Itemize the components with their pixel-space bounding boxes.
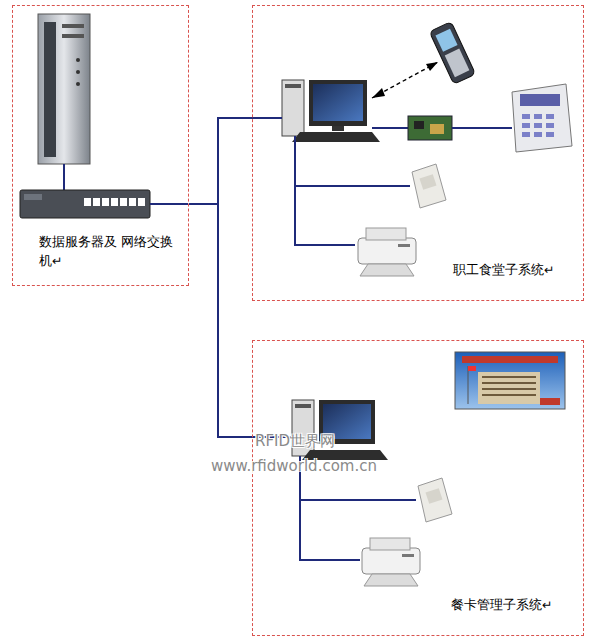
circuit-board-icon <box>408 116 452 140</box>
printer-icon <box>358 228 416 276</box>
group-title: 职工食堂子系统↵ <box>453 260 581 279</box>
wireless-link <box>372 62 438 98</box>
server-icon <box>38 14 90 164</box>
data-wire <box>295 185 410 187</box>
data-wire <box>295 136 355 245</box>
watermark: RFID世界网 <box>255 432 335 451</box>
printer-icon <box>362 538 420 586</box>
subsystem-group: 职工食堂子系统↵ <box>252 5 584 301</box>
network-wire <box>63 164 65 190</box>
network-wire <box>150 203 188 205</box>
data-wire <box>372 127 408 129</box>
arrow-head <box>426 62 438 71</box>
card-reader-icon <box>412 164 446 208</box>
arrow-head <box>372 88 385 98</box>
data-wire <box>452 127 512 129</box>
group-title: 数据服务器及 网络交换机↵ <box>39 232 179 270</box>
watermark: www.rfidworld.com.cn <box>211 457 377 475</box>
pos-terminal-icon <box>512 84 572 152</box>
network-connector <box>189 118 252 204</box>
data-wire <box>300 499 416 501</box>
pc-icon <box>292 400 388 460</box>
pc-icon <box>282 80 380 142</box>
network-connector <box>189 204 252 437</box>
card-reader-icon <box>418 478 452 522</box>
subsystem-group: 数据服务器及 网络交换机↵ <box>12 5 189 286</box>
switch-icon <box>20 190 150 218</box>
network-wire <box>252 117 282 119</box>
mobile-phone-icon <box>429 22 475 85</box>
meal-card-image <box>455 352 565 409</box>
group-title: 餐卡管理子系统↵ <box>451 595 581 614</box>
subsystem-group: 餐卡管理子系统↵ <box>252 340 584 636</box>
